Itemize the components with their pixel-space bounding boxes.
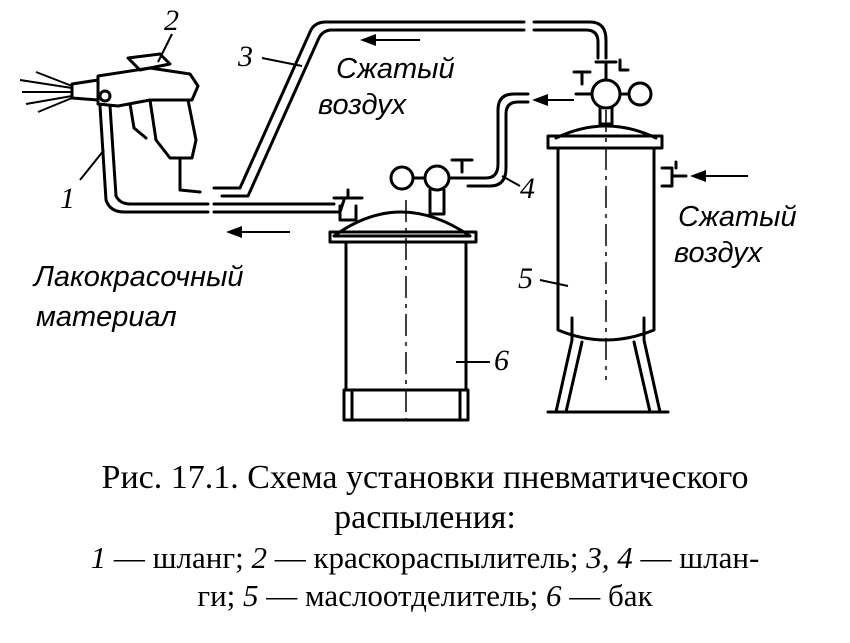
hose-4 [466,92,530,188]
legend-num: 6 [546,578,562,613]
air-label-right-1: Сжатый [678,201,797,233]
flow-arrows [226,34,748,238]
label-2: 2 [164,4,179,37]
label-1: 1 [60,182,75,215]
spray-gun [70,52,202,194]
legend-num: 1 [90,540,107,575]
label-4: 4 [520,172,535,205]
text-labels: Сжатый воздух Сжатый воздух Лакокрасочны… [32,53,797,333]
paint-tank [328,158,478,422]
caption-title-2: распыления: [334,499,516,536]
legend-num: 5 [243,578,259,613]
legend-text: ги; [197,578,244,613]
legend-text: — маслоотделитель; [258,578,547,613]
caption-legend-2: ги; 5 — маслоотделитель; 6 — бак [0,578,850,614]
legend-text: — бак [561,578,653,613]
spray-mist [19,71,73,113]
air-label-top-2: воздух [318,89,408,121]
hose-3 [212,20,608,198]
figure-caption: Рис. 17.1. Схема установки пневматическо… [0,458,850,614]
paint-label-1: Лакокрасочный [32,261,244,293]
legend-text: — шлан- [632,540,760,575]
oil-separator [546,58,688,414]
label-5: 5 [518,262,533,295]
caption-title-1: Рис. 17.1. Схема установки пневматическо… [101,459,749,496]
air-label-right-2: воздух [674,237,764,269]
label-3: 3 [237,40,253,73]
legend-num: 2 [251,540,267,575]
legend-text: — краскораспылитель; [266,540,587,575]
legend-num: 3, 4 [586,540,633,575]
legend-text: — шланг; [106,540,252,575]
caption-legend-1: 1 — шланг; 2 — краскораспылитель; 3, 4 —… [0,540,850,576]
pneumatic-spray-diagram: 1 2 3 4 5 6 Сжатый воздух Сжатый воздух … [19,4,797,422]
air-label-top-1: Сжатый [336,53,455,85]
part-labels: 1 2 3 4 5 6 [60,4,569,377]
paint-label-2: материал [36,301,177,333]
label-6: 6 [494,344,509,377]
